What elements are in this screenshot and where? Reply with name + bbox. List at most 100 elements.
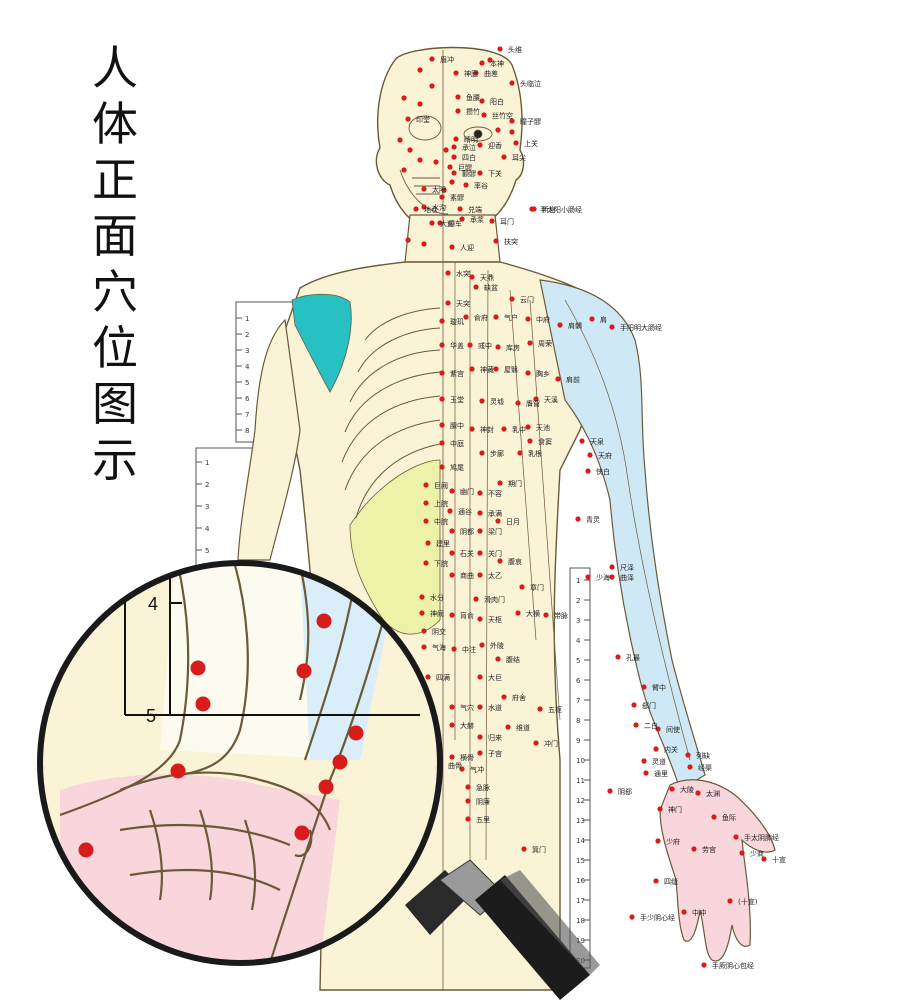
trunk-point-label: 不容 <box>488 489 502 498</box>
ribcage <box>341 307 441 519</box>
head-point-label: 上关 <box>524 139 538 148</box>
trunk-point-marker <box>557 322 563 328</box>
head-point-marker <box>429 56 435 62</box>
arm-point-label: 阴郄 <box>618 787 632 796</box>
mag-palm <box>60 774 340 963</box>
trunk-point-label: 上脘 <box>434 499 448 508</box>
arm-point-label: 手少阴心经 <box>640 913 675 922</box>
head-point-marker <box>509 80 515 86</box>
head-point-label: 听宫 <box>542 205 556 214</box>
title-char: 体 <box>92 97 138 151</box>
arm-point-label: 劳宫 <box>702 845 716 854</box>
trunk-point-label: 带脉 <box>554 611 568 620</box>
trunk-point-marker <box>525 316 531 322</box>
trunk-point-label: 屋翳 <box>504 366 518 374</box>
head-point-marker <box>449 244 455 250</box>
trunk-point-marker <box>479 642 485 648</box>
trunk-point-marker <box>477 550 483 556</box>
trunk-point-label: 天鼎 <box>480 274 494 282</box>
trunk-point-marker <box>469 366 475 372</box>
trunk-point-marker <box>497 558 503 564</box>
trunk-point-marker <box>449 722 455 728</box>
head-outline <box>375 46 525 233</box>
arm-point-label: 少海 <box>596 573 610 582</box>
trunk-point-label: 天枢 <box>488 615 502 624</box>
ruler-number: 16 <box>576 877 585 885</box>
arm-point-marker <box>655 838 661 844</box>
trunk-point-marker <box>495 656 501 662</box>
arm-point-marker <box>681 909 687 915</box>
face-point-marker <box>401 167 407 173</box>
mag-point-marker <box>294 825 310 841</box>
head-point-label: 手太阳小肠经 <box>540 205 582 214</box>
trunk-point-label: 建里 <box>436 539 450 548</box>
trunk-point-label: 气冲 <box>470 765 484 774</box>
head-point-label: 阳白 <box>490 97 504 106</box>
trunk-point-label: 阴廉 <box>476 797 490 806</box>
trunk-point-label: 日月 <box>506 518 520 526</box>
mag-point-marker <box>170 763 186 779</box>
head-point-label: 颧髎 <box>462 169 476 178</box>
title-char: 位 <box>92 321 138 375</box>
trunk-point-label: 华盖 <box>450 341 464 350</box>
trunk-point-marker <box>425 540 431 546</box>
trunk-point-label: 肩前 <box>566 375 580 384</box>
trunk-point-marker <box>533 396 539 402</box>
head-point-marker <box>477 170 483 176</box>
arm-point-label: 十宣 <box>772 855 786 864</box>
mag-point-marker <box>78 842 94 858</box>
trunk-point-label: 维道 <box>516 723 530 732</box>
trunk-point-marker <box>419 610 425 616</box>
arm-point-marker <box>655 726 661 732</box>
head-point-label: 颊车 <box>448 219 462 228</box>
trunk-point-label: 五里 <box>476 816 490 824</box>
arm-point-marker <box>733 834 739 840</box>
trunk-point-label: 商曲 <box>460 571 474 580</box>
trunk-point-label: 子宫 <box>488 749 502 758</box>
trunk-point-marker <box>423 482 429 488</box>
trunk-point-marker <box>439 422 445 428</box>
ruler-number: 3 <box>205 503 209 511</box>
face-point-marker <box>429 83 435 89</box>
head-point-label: 水沟 <box>432 203 446 212</box>
head-point-label: 人迎 <box>460 243 474 252</box>
head-point-marker <box>529 206 535 212</box>
trunk-point-marker <box>473 596 479 602</box>
face-point-marker <box>449 179 455 185</box>
head-point-marker <box>493 238 499 244</box>
trunk-point-label: 气海 <box>432 643 446 652</box>
ruler-number: 14 <box>576 837 585 845</box>
arm-point-marker <box>641 758 647 764</box>
head-point-label: 攒竹 <box>466 107 480 116</box>
trunk-point-label: 下脘 <box>434 559 448 568</box>
left-arm-outline <box>237 318 301 561</box>
trunk-point-marker <box>537 706 543 712</box>
trunk-point-marker <box>439 370 445 376</box>
head-point-marker <box>501 154 507 160</box>
arm-point-marker <box>575 516 581 522</box>
trunk-point-label: 神藏 <box>480 365 494 374</box>
trunk-point-label: 手阳明大肠经 <box>620 323 662 332</box>
ruler-number: 8 <box>576 717 580 725</box>
ruler-number: 5 <box>205 547 209 555</box>
ruler-number: 6 <box>245 395 250 403</box>
ruler-number: 9 <box>576 737 580 745</box>
trunk-point-label: 阴都 <box>460 527 474 536</box>
arm-meridian-line <box>564 299 691 761</box>
trunk-point-marker <box>543 612 549 618</box>
trunk-point-label: 玉堂 <box>450 395 464 404</box>
trunk-point-label: 肓俞 <box>460 611 474 620</box>
trunk-point-marker <box>449 528 455 534</box>
trunk-point-marker <box>423 518 429 524</box>
trunk-point-marker <box>439 318 445 324</box>
head-point-marker <box>513 140 519 146</box>
trunk-point-marker <box>585 468 591 474</box>
head-point-label: 瞳子髎 <box>520 117 541 126</box>
meridian-line <box>509 289 537 641</box>
head-point-label: 曲差 <box>484 69 498 78</box>
mag-point-marker <box>195 696 211 712</box>
arm-point-label: 尺泽 <box>620 564 634 572</box>
trunk-point-marker <box>525 424 531 430</box>
head-point-label: 耳尖 <box>512 153 526 162</box>
arm-point-marker <box>695 790 701 796</box>
